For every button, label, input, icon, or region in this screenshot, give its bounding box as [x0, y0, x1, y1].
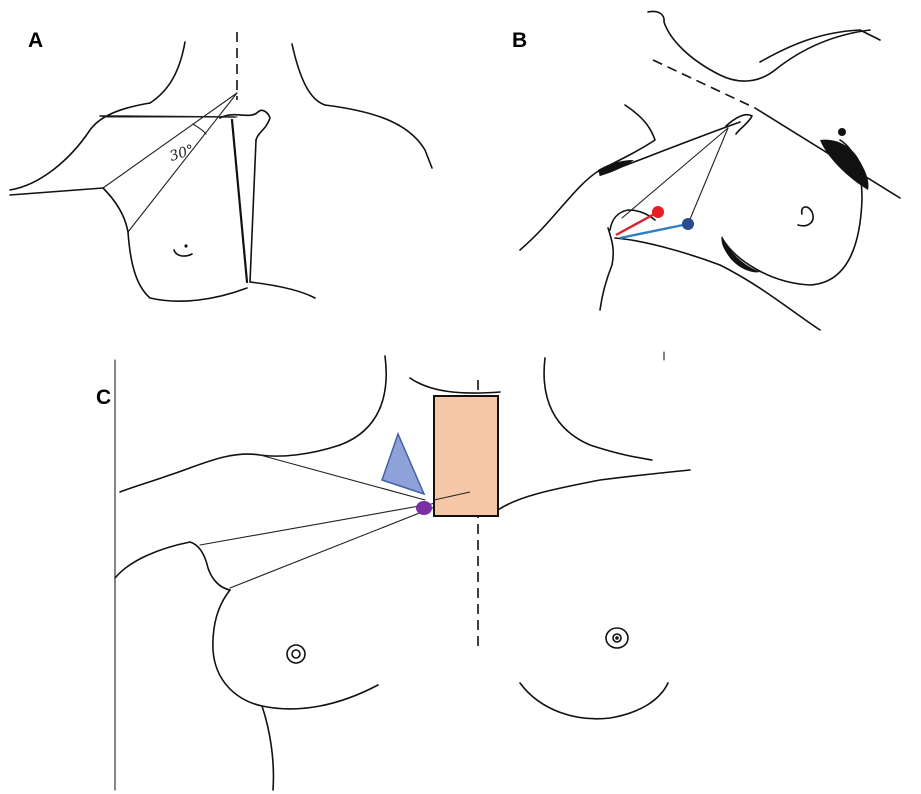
- panel-c-rectangle: [433, 395, 499, 517]
- panel-c-rect-inner-line: [433, 491, 471, 501]
- panel-a-angle-label: 30°: [168, 142, 197, 165]
- panel-a-neck-right: [291, 43, 326, 106]
- panel-a-left-breast-fold: [249, 281, 316, 299]
- panel-a-axilla: [102, 187, 248, 302]
- panel-a-left-chest: [9, 187, 104, 196]
- panel-b-breast-shade: [721, 236, 760, 273]
- panel-b-blue-line: [619, 222, 689, 240]
- panel-c-line-upper-axilla: [199, 504, 426, 546]
- panel-a-sternum-right: [249, 139, 257, 283]
- panel-c-left-nipple: [286, 644, 306, 664]
- panel-a-nipple: [173, 249, 193, 257]
- panel-b-nipple: [797, 206, 814, 227]
- panel-b-blue-marker: [682, 218, 694, 230]
- panel-b-line-1: [621, 127, 729, 219]
- panel-a-line-lower: [127, 92, 238, 233]
- panel-c: C: [96, 351, 691, 791]
- panel-b-shoulder-shade: [598, 160, 634, 176]
- panel-b-body-edge: [759, 29, 881, 63]
- panel-a: A 30°: [9, 29, 433, 302]
- panel-b-shoulder: [519, 104, 656, 251]
- panel-a-right-shoulder: [324, 104, 433, 169]
- panel-b-arm: [599, 227, 615, 311]
- panel-c-right-shoulder: [497, 469, 691, 511]
- panel-c-left-arm-lower: [261, 705, 275, 791]
- panel-c-purple-marker: [416, 501, 432, 515]
- panel-a-left-shoulder: [9, 102, 151, 191]
- panel-c-label: C: [96, 386, 111, 409]
- panel-a-angle-arc: [192, 123, 207, 135]
- panel-c-neck-top: [409, 377, 501, 394]
- panel-a-line-upper: [102, 92, 238, 189]
- panel-c-triangle-outline: [381, 431, 426, 496]
- panel-a-nipple-dot: [184, 244, 188, 248]
- panel-a-sternal-notch: [219, 109, 271, 141]
- panel-c-left-axilla: [212, 589, 379, 710]
- panel-c-right-breast: [519, 682, 669, 720]
- panel-a-label: A: [28, 29, 43, 52]
- panel-b-sternal-head: [725, 113, 753, 135]
- panel-c-neck-left: [339, 355, 387, 446]
- panel-c-line-shoulder: [259, 454, 426, 501]
- panel-b-neck-upper: [647, 10, 871, 82]
- panel-c-neck-right: [543, 357, 653, 461]
- panel-b-red-line: [615, 210, 659, 237]
- panel-b-label: B: [512, 29, 527, 52]
- panel-a-neck-left: [149, 41, 186, 104]
- panel-c-triangle: [382, 434, 424, 494]
- panel-b-hair-dot: [838, 128, 846, 136]
- panel-b-line-2: [687, 127, 729, 225]
- panel-c-left-arm: [114, 541, 231, 591]
- panel-b-arm-inner: [614, 237, 821, 331]
- panel-b-axilla-hair: [820, 139, 869, 190]
- panel-b-axilla: [609, 209, 656, 231]
- panel-a-sternum-left: [230, 118, 249, 284]
- panel-c-right-nipple: [605, 627, 629, 649]
- panel-b-midline: [652, 59, 756, 109]
- panel-b: B: [512, 10, 901, 331]
- panel-b-red-marker: [652, 206, 664, 218]
- panel-c-left-shoulder: [119, 444, 341, 493]
